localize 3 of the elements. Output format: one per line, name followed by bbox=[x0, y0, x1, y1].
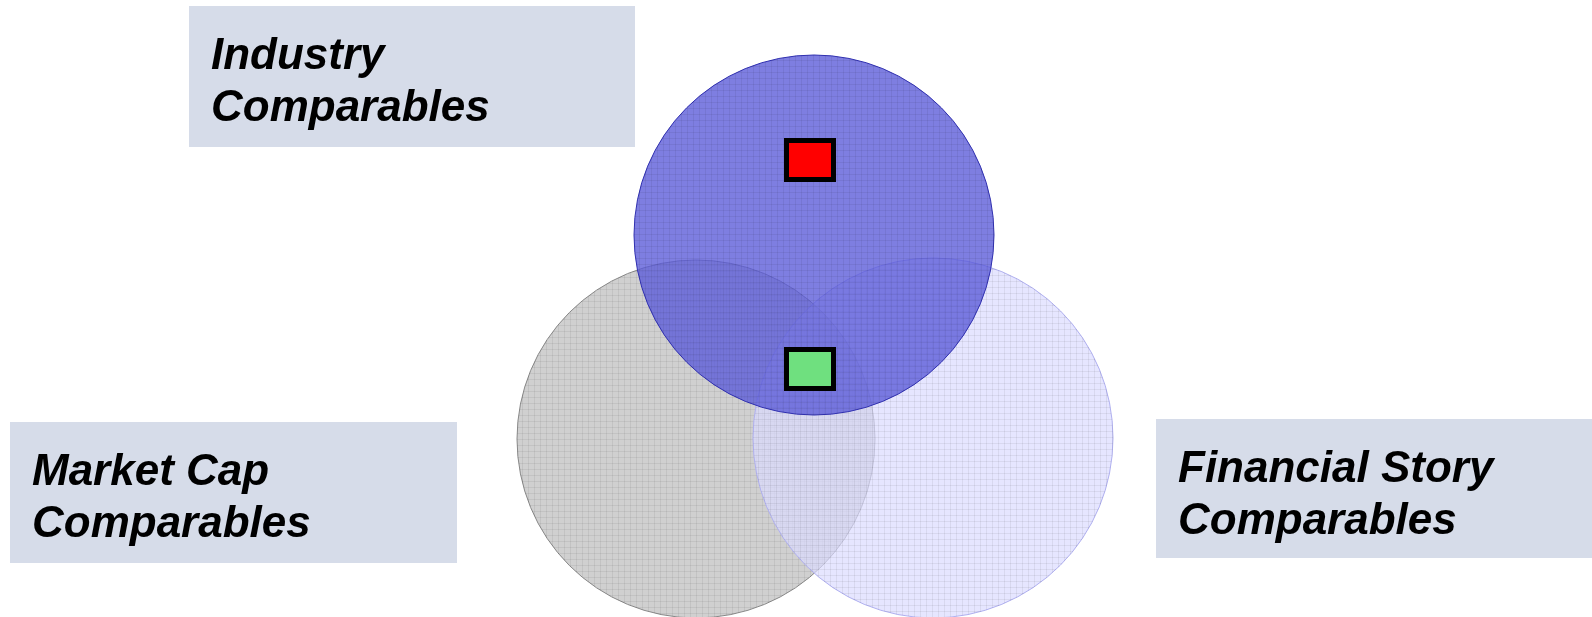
category-label: Financial Story Comparables bbox=[1156, 419, 1592, 558]
category-label: Market Cap Comparables bbox=[10, 422, 457, 563]
category-label: Industry Comparables bbox=[189, 6, 635, 147]
